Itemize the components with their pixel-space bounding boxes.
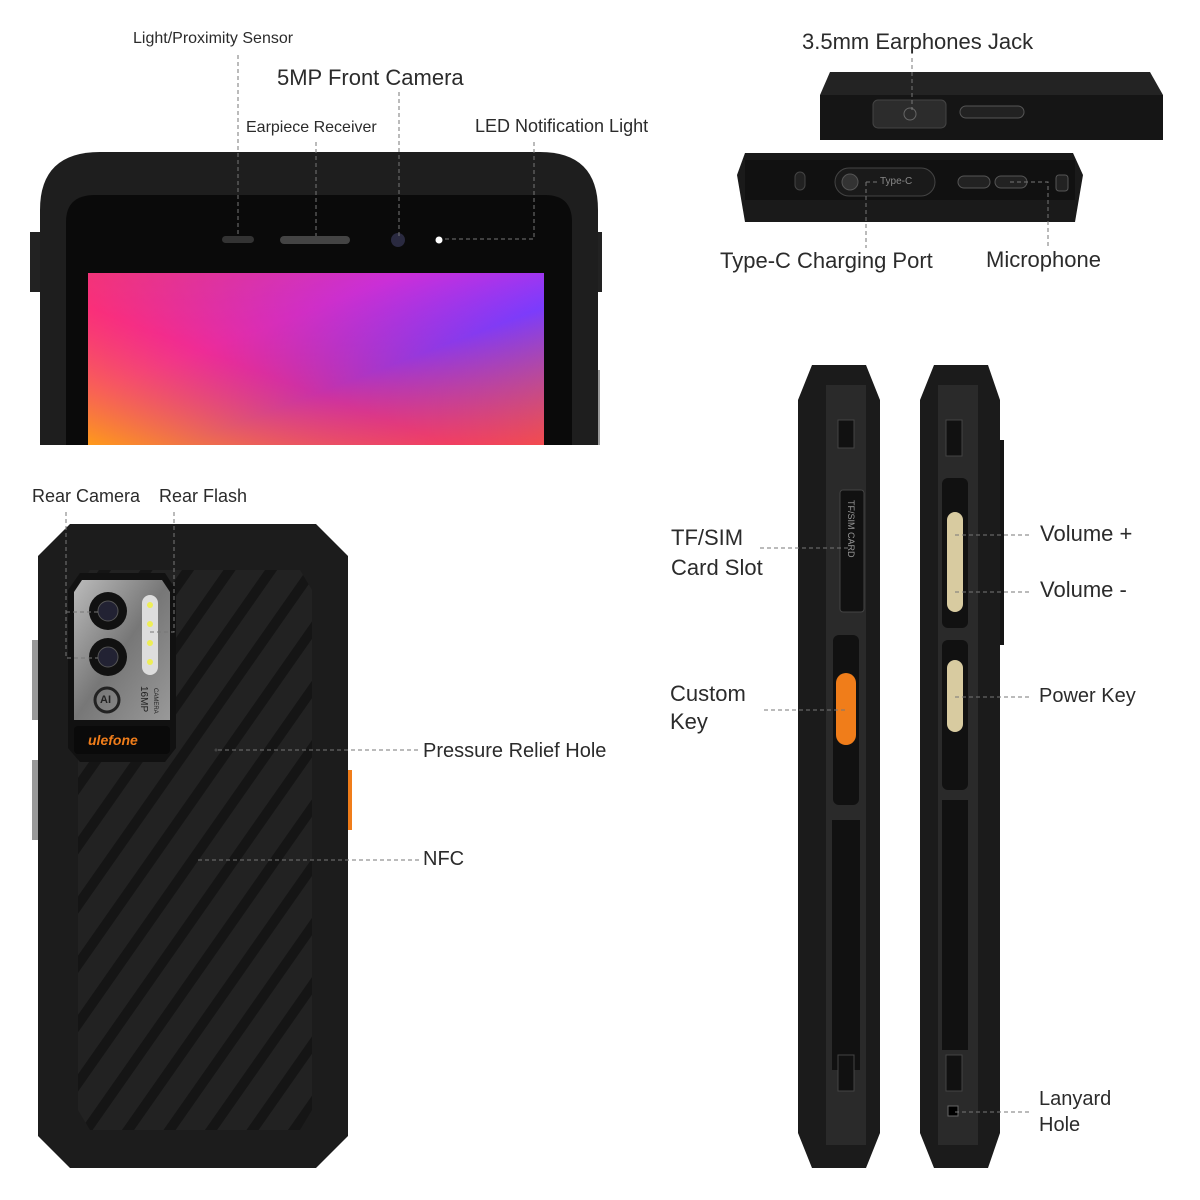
led-light: [435, 236, 443, 244]
label-custom-key-2: Key: [670, 709, 708, 734]
label-earpiece: Earpiece Receiver: [246, 119, 377, 136]
power-key: [947, 660, 963, 732]
top-view-phone: [820, 72, 1163, 140]
bottom-view-phone: [737, 153, 1083, 222]
label-lanyard-1: Lanyard: [1039, 1088, 1112, 1110]
front-phone: [30, 152, 602, 445]
camera-word-print: CAMERA: [152, 688, 158, 714]
label-nfc: NFC: [423, 848, 465, 870]
earpiece: [280, 236, 350, 244]
custom-key: [836, 673, 856, 745]
front-camera-lens: [391, 233, 405, 247]
volume-keys: [947, 512, 963, 612]
brand-logo: ulefone: [88, 732, 138, 748]
label-rear-flash: Rear Flash: [159, 486, 248, 506]
label-light-sensor: Light/Proximity Sensor: [133, 30, 294, 47]
back-phone: [32, 524, 352, 1168]
label-sim-slot-1: TF/SIM: [671, 525, 744, 550]
label-volume-down: Volume -: [1040, 577, 1127, 602]
label-custom-key-1: Custom: [670, 681, 746, 706]
label-rear-camera: Rear Camera: [32, 486, 141, 506]
sim-card-print: TF/SIM CARD: [846, 500, 856, 558]
ai-badge: AI: [100, 694, 111, 706]
leader-lines: [65, 55, 1049, 1113]
label-lanyard-2: Hole: [1039, 1114, 1081, 1136]
label-microphone: Microphone: [986, 247, 1101, 272]
lanyard-hole: [947, 1105, 959, 1117]
label-sim-slot-2: Card Slot: [671, 555, 763, 580]
label-led-light: LED Notification Light: [475, 116, 649, 136]
label-front-camera: 5MP Front Camera: [277, 65, 464, 90]
label-power-key: Power Key: [1039, 685, 1136, 707]
right-side-phone: [920, 365, 1004, 1168]
label-type-c-port: Type-C Charging Port: [720, 248, 933, 273]
label-earphone-jack: 3.5mm Earphones Jack: [802, 29, 1034, 54]
light-sensor: [222, 236, 254, 243]
label-pressure-hole: Pressure Relief Hole: [423, 740, 607, 762]
type-c-print: Type-C: [880, 176, 913, 187]
camera-mp-print: 16MP: [138, 686, 149, 713]
left-side-phone: [798, 365, 880, 1168]
label-volume-up: Volume +: [1040, 521, 1133, 546]
